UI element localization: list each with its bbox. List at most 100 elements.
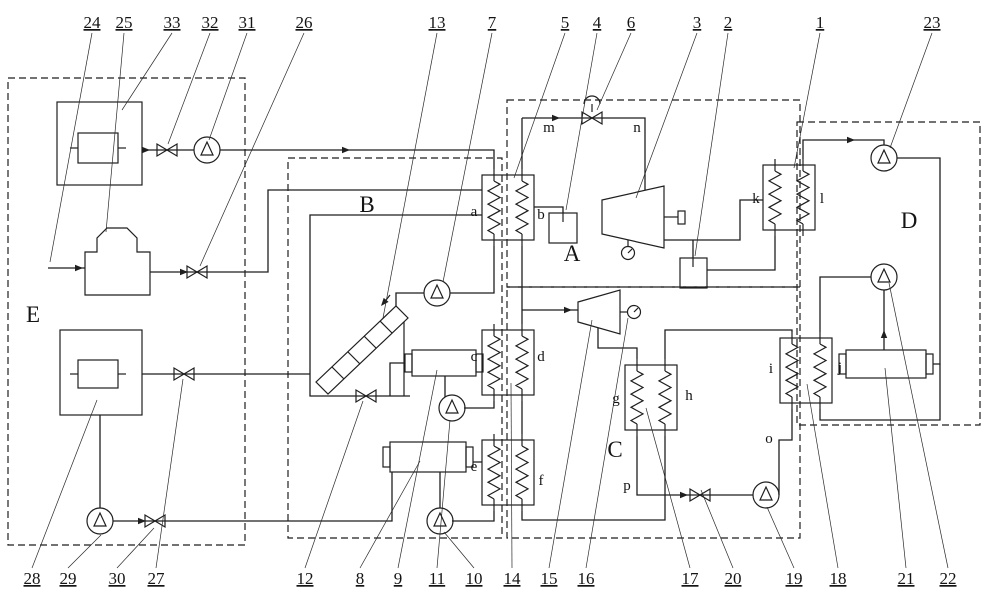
port-b: b xyxy=(537,207,545,223)
region-boxes xyxy=(7,77,981,546)
leader-27 xyxy=(155,378,184,569)
ref-26: 26 xyxy=(296,13,313,32)
leader-30 xyxy=(116,527,155,569)
flow-arrow xyxy=(342,146,350,154)
leader-6 xyxy=(596,32,632,111)
flow-arrow xyxy=(680,491,688,499)
ref-33: 33 xyxy=(164,13,181,32)
flow-arrow xyxy=(564,306,572,314)
ref-4: 4 xyxy=(593,13,602,32)
pump-31-icon xyxy=(193,136,221,164)
leader-22 xyxy=(888,282,949,569)
leader-19 xyxy=(766,506,795,569)
pipe-solar-return xyxy=(309,214,482,397)
region-label-E: E xyxy=(26,302,40,327)
heat-exchanger-ab xyxy=(481,168,535,247)
port-i: i xyxy=(769,361,773,377)
region-box-C xyxy=(506,286,801,539)
heat-exchanger-kl xyxy=(762,158,816,237)
coil-l-icon xyxy=(796,158,810,237)
leader-26 xyxy=(199,32,305,267)
heat-exchanger-cd xyxy=(481,323,535,402)
port-k: k xyxy=(752,191,760,207)
pipe-c-bottom xyxy=(636,409,793,496)
region-label-C: C xyxy=(607,437,622,462)
ref-20: 20 xyxy=(725,569,742,588)
leader-33 xyxy=(121,32,173,111)
heat-exchanger-ij xyxy=(779,331,833,410)
coil-e-icon xyxy=(487,433,501,512)
pipe-steam-line xyxy=(522,117,646,190)
leader-20 xyxy=(700,489,734,569)
ref-5: 5 xyxy=(561,13,570,32)
pipes xyxy=(48,117,941,522)
turbine-3 xyxy=(601,185,686,261)
leader-11 xyxy=(436,419,451,569)
ref-21: 21 xyxy=(898,569,915,588)
ref-11: 11 xyxy=(429,569,445,588)
leader-29 xyxy=(67,534,102,569)
ref-19: 19 xyxy=(786,569,803,588)
port-a: a xyxy=(471,204,478,220)
tank-4 xyxy=(548,212,578,244)
leader-2 xyxy=(694,32,729,257)
ref-22: 22 xyxy=(940,569,957,588)
port-o: o xyxy=(765,431,773,447)
vessel-21 xyxy=(838,349,934,379)
pump-7-icon xyxy=(423,279,451,307)
ref-30: 30 xyxy=(109,569,126,588)
port-d: d xyxy=(537,349,545,365)
ref-12: 12 xyxy=(297,569,314,588)
ref-9: 9 xyxy=(394,569,403,588)
pipe-furnace-supply xyxy=(48,189,482,273)
heat-exchanger-gh xyxy=(624,358,678,437)
port-c: c xyxy=(471,349,478,365)
pipe-turbine-outlet xyxy=(664,199,763,258)
leader-32 xyxy=(167,32,211,145)
leader-14 xyxy=(510,382,513,569)
vessel-9 xyxy=(404,349,484,377)
pipe-solar-supply xyxy=(395,246,495,306)
pipe-tank4-branch xyxy=(534,206,564,213)
ref-6: 6 xyxy=(627,13,636,32)
pipe-condensate xyxy=(707,236,776,271)
leader-25 xyxy=(105,32,125,233)
coil-b-icon xyxy=(515,168,529,247)
ref-14: 14 xyxy=(504,569,522,588)
pump-22-icon xyxy=(870,263,898,291)
pipe-expander-outlet xyxy=(597,328,638,359)
ref-13: 13 xyxy=(429,13,446,32)
ref-23: 23 xyxy=(924,13,941,32)
leader-13 xyxy=(382,32,438,319)
pump-19-icon xyxy=(752,481,780,509)
ref-10: 10 xyxy=(466,569,483,588)
ref-7: 7 xyxy=(488,13,497,32)
ref-18: 18 xyxy=(830,569,847,588)
coil-f-icon xyxy=(515,433,529,512)
furnace-25-icon xyxy=(84,227,151,296)
leader-28 xyxy=(31,399,98,569)
ref-3: 3 xyxy=(693,13,702,32)
pipe-cooling-2 xyxy=(819,276,885,350)
leader-4 xyxy=(565,32,598,211)
reference-numbers: 24 25 33 32 31 26 13 7 5 4 6 3 2 1 23 28… xyxy=(24,13,957,588)
leader-8 xyxy=(359,460,421,569)
ref-29: 29 xyxy=(60,569,77,588)
region-label-B: B xyxy=(359,192,374,217)
leader-17 xyxy=(645,407,691,569)
leader-9 xyxy=(397,369,438,569)
port-g: g xyxy=(612,391,620,407)
pump-11-icon xyxy=(438,394,466,422)
region-letters: E B A C D xyxy=(26,192,917,462)
leader-15 xyxy=(548,319,593,569)
ref-8: 8 xyxy=(356,569,365,588)
port-j: j xyxy=(837,360,842,376)
tank-2 xyxy=(679,257,708,289)
region-label-A: A xyxy=(564,241,581,266)
ref-1: 1 xyxy=(816,13,825,32)
port-h: h xyxy=(685,388,693,404)
ref-27: 27 xyxy=(148,569,166,588)
pipe-tank9-loop xyxy=(389,362,495,409)
